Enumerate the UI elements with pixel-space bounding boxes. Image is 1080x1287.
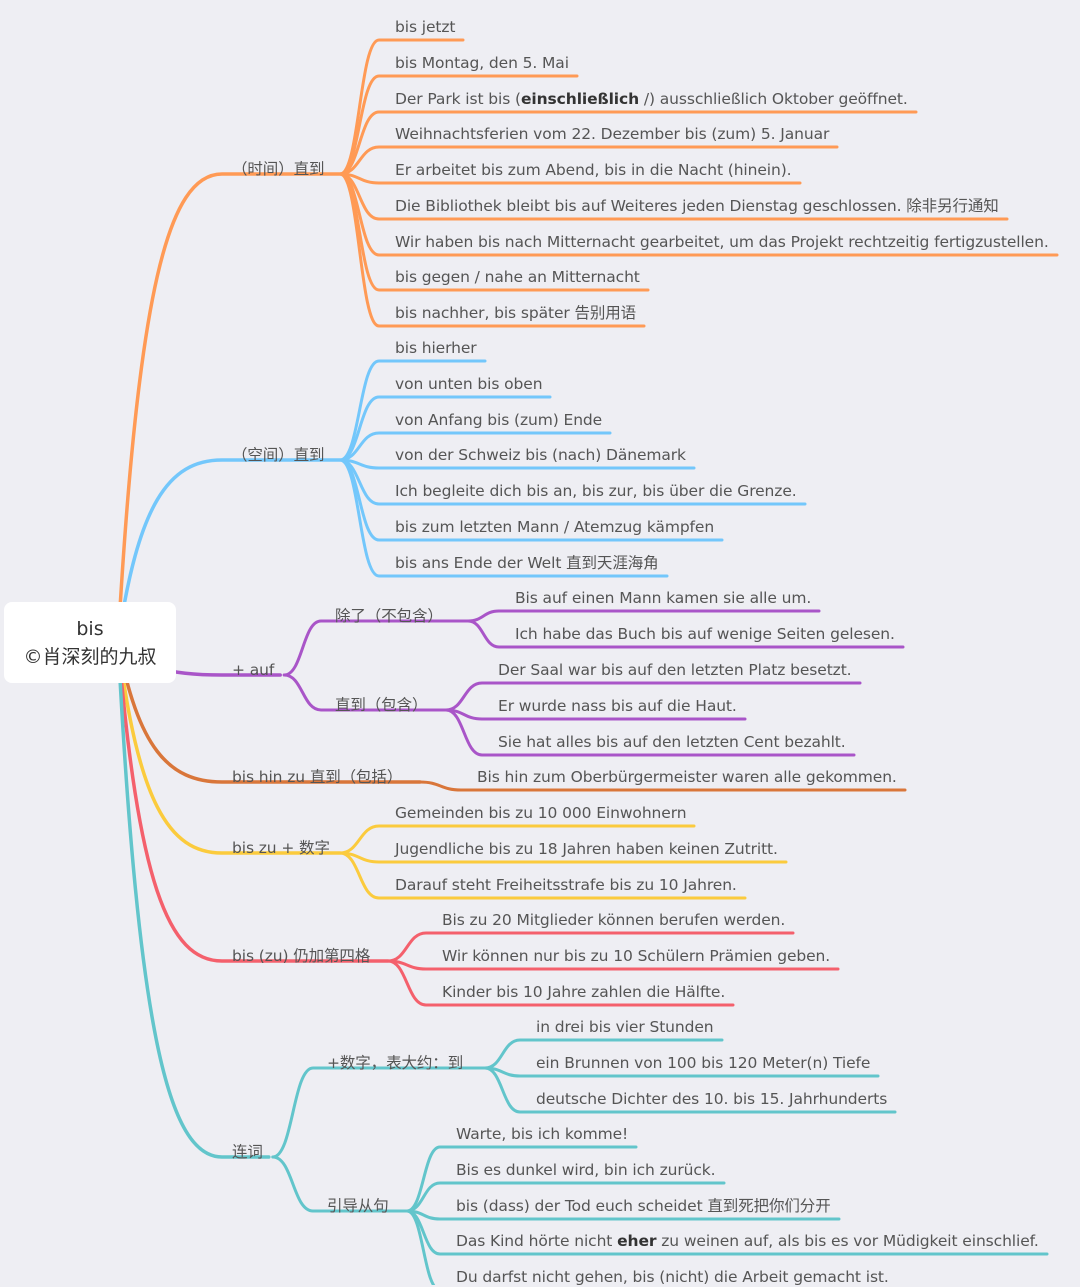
leaf-example[interactable]: Der Saal war bis auf den letzten Platz b… [498, 661, 852, 679]
leaf-example[interactable]: Gemeinden bis zu 10 000 Einwohnern [395, 804, 687, 822]
leaf-example[interactable]: Bis es dunkel wird, bin ich zurück. [456, 1161, 716, 1179]
branch-connector [116, 640, 342, 855]
leaf-connector [466, 609, 821, 623]
leaf-example[interactable]: in drei bis vier Stunden [536, 1018, 714, 1036]
leaf-example[interactable]: Der Park ist bis (einschließlich /) auss… [395, 89, 908, 109]
leaf-example[interactable]: Er arbeitet bis zum Abend, bis in die Na… [395, 161, 792, 179]
leaf-example[interactable]: Du darfst nicht gehen, bis (nicht) die A… [456, 1268, 889, 1286]
leaf-example[interactable]: Wir können nur bis zu 10 Schülern Prämie… [442, 947, 831, 965]
sub-branch-connector [271, 1066, 487, 1159]
leaf-example[interactable]: bis jetzt [395, 18, 456, 36]
leaf-example[interactable]: von unten bis oben [395, 375, 543, 393]
text-segment: /) ausschließlich Oktober geöffnet. [639, 90, 908, 108]
leaf-example[interactable]: Bis auf einen Mann kamen sie alle um. [515, 589, 812, 607]
leaf-example[interactable]: bis nachher, bis später 告别用语 [395, 304, 637, 322]
leaf-example[interactable]: bis Montag, den 5. Mai [395, 54, 569, 72]
leaf-connector [418, 780, 907, 792]
sub-branch-label[interactable]: 直到（包含） [335, 696, 428, 714]
branch-connector [116, 640, 390, 963]
leaf-example[interactable]: Bis hin zum Oberbürgermeister waren alle… [477, 768, 897, 786]
leaf-connector [338, 851, 747, 900]
leaf-connector [338, 458, 669, 578]
branch-label-hinzu[interactable]: bis hin zu 直到（包括） [232, 768, 403, 786]
sub-branch-connector [282, 673, 448, 712]
leaf-example[interactable]: Jugendliche bis zu 18 Jahren haben keine… [395, 840, 778, 858]
leaf-example[interactable]: Kinder bis 10 Jahre zahlen die Hälfte. [442, 983, 726, 1001]
leaf-example[interactable]: Die Bibliothek bleibt bis auf Weiteres j… [395, 197, 999, 215]
leaf-example[interactable]: Wir haben bis nach Mitternacht gearbeite… [395, 233, 1049, 251]
leaf-example[interactable]: von Anfang bis (zum) Ende [395, 411, 603, 429]
leaf-example[interactable]: bis hierher [395, 339, 477, 357]
leaf-connector [386, 959, 735, 1007]
branch-label-time[interactable]: （时间）直到 [232, 160, 325, 178]
leaf-example[interactable]: deutsche Dichter des 10. bis 15. Jahrhun… [536, 1090, 888, 1108]
branch-label-auf[interactable]: + auf [232, 661, 275, 679]
leaf-example[interactable]: Sie hat alles bis auf den letzten Cent b… [498, 733, 846, 751]
leaf-connector [338, 395, 552, 462]
sub-branch-label[interactable]: 除了（不包含） [335, 607, 443, 625]
text-segment: Der Park ist bis ( [395, 90, 521, 108]
leaf-connector [466, 619, 905, 649]
branch-connector [116, 458, 342, 644]
leaf-example[interactable]: Weihnachtsferien vom 22. Dezember bis (z… [395, 125, 830, 143]
sub-branch-label[interactable]: +数字，表大约：到 [327, 1054, 464, 1072]
branch-label-zu4[interactable]: bis (zu) 仍加第四格 [232, 947, 371, 965]
branch-connector [116, 172, 342, 644]
leaf-example[interactable]: Er wurde nass bis auf die Haut. [498, 697, 737, 715]
text-segment: Das Kind hörte nicht [456, 1232, 618, 1250]
branch-label-space[interactable]: （空间）直到 [232, 446, 325, 464]
sub-branch-connector [271, 1155, 409, 1213]
root-title: bis [76, 618, 104, 640]
leaf-connector [483, 1066, 897, 1114]
leaf-connector [338, 172, 646, 328]
branch-label-zuzahl[interactable]: bis zu + 数字 [232, 839, 330, 857]
leaf-example[interactable]: von der Schweiz bis (nach) Dänemark [395, 446, 686, 464]
leaf-example[interactable]: bis zum letzten Mann / Atemzug kämpfen [395, 518, 715, 536]
leaf-example[interactable]: Bis zu 20 Mitglieder können berufen werd… [442, 911, 786, 929]
branch-connector [116, 640, 271, 1159]
leaf-connector [444, 708, 856, 757]
leaf-example[interactable]: bis ans Ende der Welt 直到天涯海角 [395, 554, 659, 572]
text-segment: zu weinen auf, als bis es vor Müdigkeit … [656, 1232, 1039, 1250]
leaf-example[interactable]: Darauf steht Freiheitsstrafe bis zu 10 J… [395, 876, 737, 894]
root-node[interactable]: bis ©肖深刻的九叔 [4, 602, 176, 683]
leaf-example[interactable]: bis gegen / nahe an Mitternacht [395, 268, 640, 286]
leaf-example[interactable]: Das Kind hörte nicht eher zu weinen auf,… [456, 1231, 1039, 1251]
root-subtitle: ©肖深刻的九叔 [23, 646, 157, 668]
bold-text: einschließlich [520, 90, 640, 108]
sub-branch-connector [282, 619, 470, 677]
branch-label-conj[interactable]: 连词 [232, 1143, 263, 1161]
bold-text: eher [617, 1232, 657, 1250]
leaf-connector [338, 110, 918, 176]
leaf-example[interactable]: Ich begleite dich bis an, bis zur, bis ü… [395, 482, 797, 500]
leaf-example[interactable]: Warte, bis ich komme! [456, 1125, 629, 1143]
leaf-example[interactable]: ein Brunnen von 100 bis 120 Meter(n) Tie… [536, 1054, 871, 1072]
leaf-example[interactable]: bis (dass) der Tod euch scheidet 直到死把你们分… [456, 1197, 831, 1215]
leaf-connector [405, 1209, 436, 1285]
sub-branch-label[interactable]: 引导从句 [327, 1197, 389, 1215]
leaf-example[interactable]: Ich habe das Buch bis auf wenige Seiten … [515, 625, 895, 643]
